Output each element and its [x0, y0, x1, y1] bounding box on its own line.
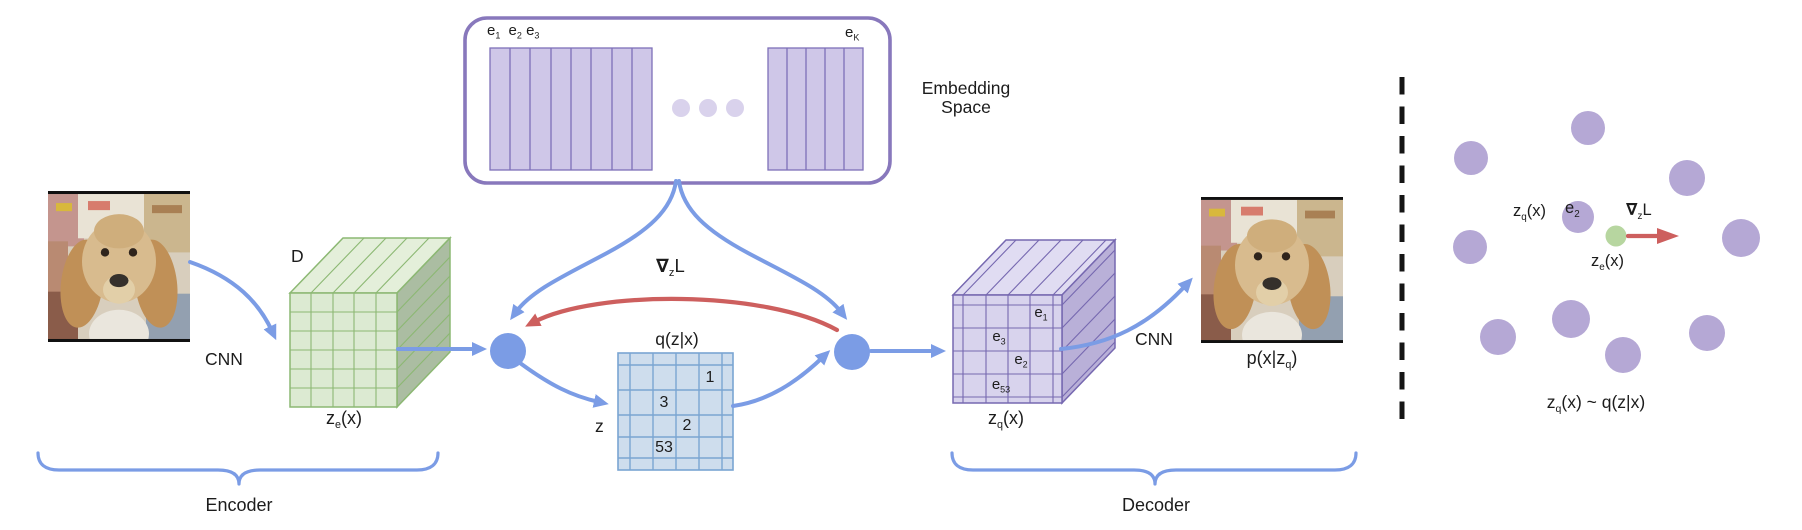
encoder-brace [36, 451, 440, 486]
embedding-space-box [463, 16, 892, 185]
grid-cell-value: 53 [655, 439, 673, 457]
codebook-dot [1722, 219, 1760, 257]
encoder-output-cube [288, 236, 452, 409]
grid-cell-value: 2 [682, 417, 692, 435]
codebook-dot [1689, 315, 1725, 351]
zq-label: zq(x) [987, 408, 1025, 432]
arrow-node-to-grid [518, 361, 609, 408]
embedding-vector-labels: e1 e2 e3 [487, 22, 540, 41]
embedding-points-scatter [1453, 111, 1760, 373]
left-junction-node [490, 333, 526, 369]
codebook-dot [1669, 160, 1705, 196]
gradient-arrow [525, 296, 840, 333]
output-image [1201, 197, 1343, 343]
cube-e53-label: e53 [991, 375, 1011, 395]
codebook-dot [1480, 319, 1516, 355]
cube-e3-label: e3 [992, 327, 1006, 347]
cnn-encoder-label: CNN [205, 349, 243, 369]
codebook-dot [1453, 230, 1487, 264]
input-image [48, 191, 190, 342]
arrow-grid-to-node [731, 350, 831, 408]
arrow-embedding-to-left-node [510, 179, 678, 321]
encoder-output-dot [1605, 225, 1627, 247]
ze-label: ze(x) [325, 408, 363, 432]
ellipsis-dot [726, 99, 744, 117]
codebook-dot [1571, 111, 1605, 145]
codebook-dot [1562, 201, 1594, 233]
posterior-title: q(z|x) [655, 329, 699, 349]
codebook-dot [1454, 141, 1488, 175]
px-label: p(x|zq) [1246, 348, 1298, 372]
depth-label: D [291, 246, 304, 266]
encoder-brace-label: Encoder [205, 495, 273, 515]
decoder-brace [950, 451, 1358, 486]
cube-e2-label: e2 [1014, 350, 1028, 370]
flow-arrows [188, 179, 1193, 408]
panel-e2-label: e2 [1565, 199, 1580, 220]
codebook-dot [1605, 337, 1641, 373]
ellipsis-dot [699, 99, 717, 117]
decoder-brace-label: Decoder [1121, 495, 1191, 515]
e3-label: e3 [526, 22, 540, 41]
panel-ze-label: ze(x) [1591, 252, 1624, 273]
panel-caption: zq(x) ~ q(z|x) [1546, 392, 1646, 415]
embedding-space-title: Embedding Space [921, 78, 1011, 118]
arrow-decoder-to-output [1059, 277, 1193, 351]
ellipsis-dot [672, 99, 690, 117]
quantized-cube [951, 238, 1117, 405]
gradient-label: ∇zL [656, 255, 685, 280]
cube-e1-label: e1 [1034, 303, 1048, 323]
panel-zq-label: zq(x) [1513, 202, 1546, 223]
cnn-decoder-label: CNN [1135, 329, 1173, 349]
grid-cell-value: 1 [705, 369, 715, 387]
codebook-dot [1552, 300, 1590, 338]
e2-label: e2 [508, 22, 522, 41]
z-axis-label: z [595, 416, 604, 436]
ek-label: eK [845, 24, 860, 43]
right-junction-node [834, 334, 870, 370]
grid-cell-value: 3 [659, 394, 669, 412]
arrow-input-to-encoder [188, 260, 277, 341]
arrow-embedding-to-right-node [677, 179, 848, 320]
panel-gradient-label: ∇zL [1626, 201, 1652, 222]
e1-label: e1 [487, 22, 501, 41]
posterior-grid [617, 352, 734, 471]
